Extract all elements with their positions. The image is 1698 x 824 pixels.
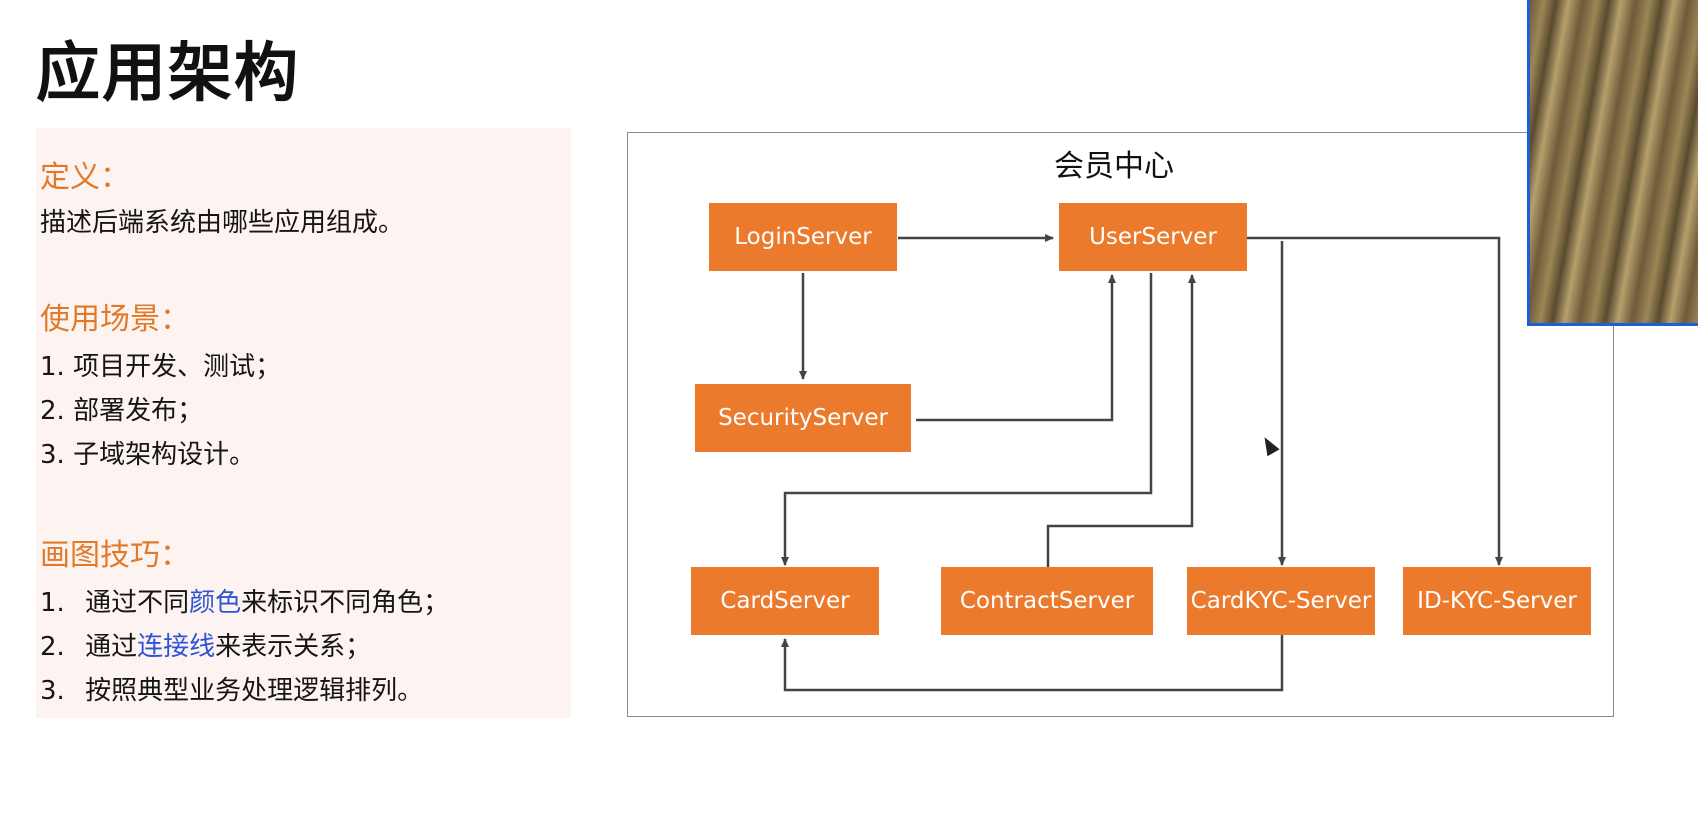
tip-item: 1. 通过不同颜色来标识不同角色； bbox=[40, 582, 449, 619]
node-security-server: SecurityServer bbox=[695, 384, 911, 452]
tip-highlight: 连接线 bbox=[137, 632, 216, 662]
tip-text: 来标识不同角色； bbox=[241, 588, 450, 618]
arrow-user-to-card bbox=[781, 273, 1153, 566]
scenario-item: 3. 子域架构设计。 bbox=[40, 440, 256, 470]
arrow-user-to-idkyc bbox=[1238, 236, 1503, 566]
tip-text: 通过 bbox=[85, 632, 138, 662]
arrow-contract-to-user bbox=[1046, 274, 1196, 567]
definition-text: 描述后端系统由哪些应用组成。 bbox=[40, 208, 405, 238]
node-idkyc-server: ID-KYC-Server bbox=[1403, 567, 1591, 635]
arrow-cardkyc-to-card bbox=[781, 635, 1284, 692]
node-card-server: CardServer bbox=[691, 567, 879, 635]
tip-text: 来表示关系； bbox=[215, 632, 372, 662]
tip-highlight: 颜色 bbox=[189, 588, 242, 618]
tips-heading: 画图技巧： bbox=[40, 538, 190, 573]
webcam-overlay bbox=[1527, 0, 1698, 326]
page-title: 应用架构 bbox=[36, 37, 300, 111]
tip-item: 3. 按照典型业务处理逻辑排列。 bbox=[40, 670, 423, 707]
tip-number: 3. bbox=[40, 676, 65, 706]
node-cardkyc-server: CardKYC-Server bbox=[1187, 567, 1375, 635]
arrow-security-to-user bbox=[916, 274, 1116, 422]
scenario-item: 2. 部署发布； bbox=[40, 396, 204, 426]
definition-heading: 定义： bbox=[40, 160, 130, 195]
architecture-diagram: 会员中心 LoginServer UserServer SecurityServ… bbox=[627, 132, 1614, 717]
connector-layer bbox=[781, 234, 1503, 692]
tip-number: 2. bbox=[40, 632, 65, 662]
definition-panel: 定义： 描述后端系统由哪些应用组成。 使用场景： 1. 项目开发、测试； 2. … bbox=[36, 128, 571, 718]
tip-text: 按照典型业务处理逻辑排列。 bbox=[85, 676, 424, 706]
node-login-server: LoginServer bbox=[709, 203, 897, 271]
node-user-server: UserServer bbox=[1059, 203, 1247, 271]
tip-number: 1. bbox=[40, 588, 65, 618]
scenarios-heading: 使用场景： bbox=[40, 302, 190, 337]
scenario-item: 1. 项目开发、测试； bbox=[40, 352, 282, 382]
tip-item: 2. 通过连接线来表示关系； bbox=[40, 626, 371, 663]
diagram-title: 会员中心 bbox=[1054, 149, 1174, 184]
tip-text: 通过不同 bbox=[85, 588, 190, 618]
node-contract-server: ContractServer bbox=[941, 567, 1153, 635]
